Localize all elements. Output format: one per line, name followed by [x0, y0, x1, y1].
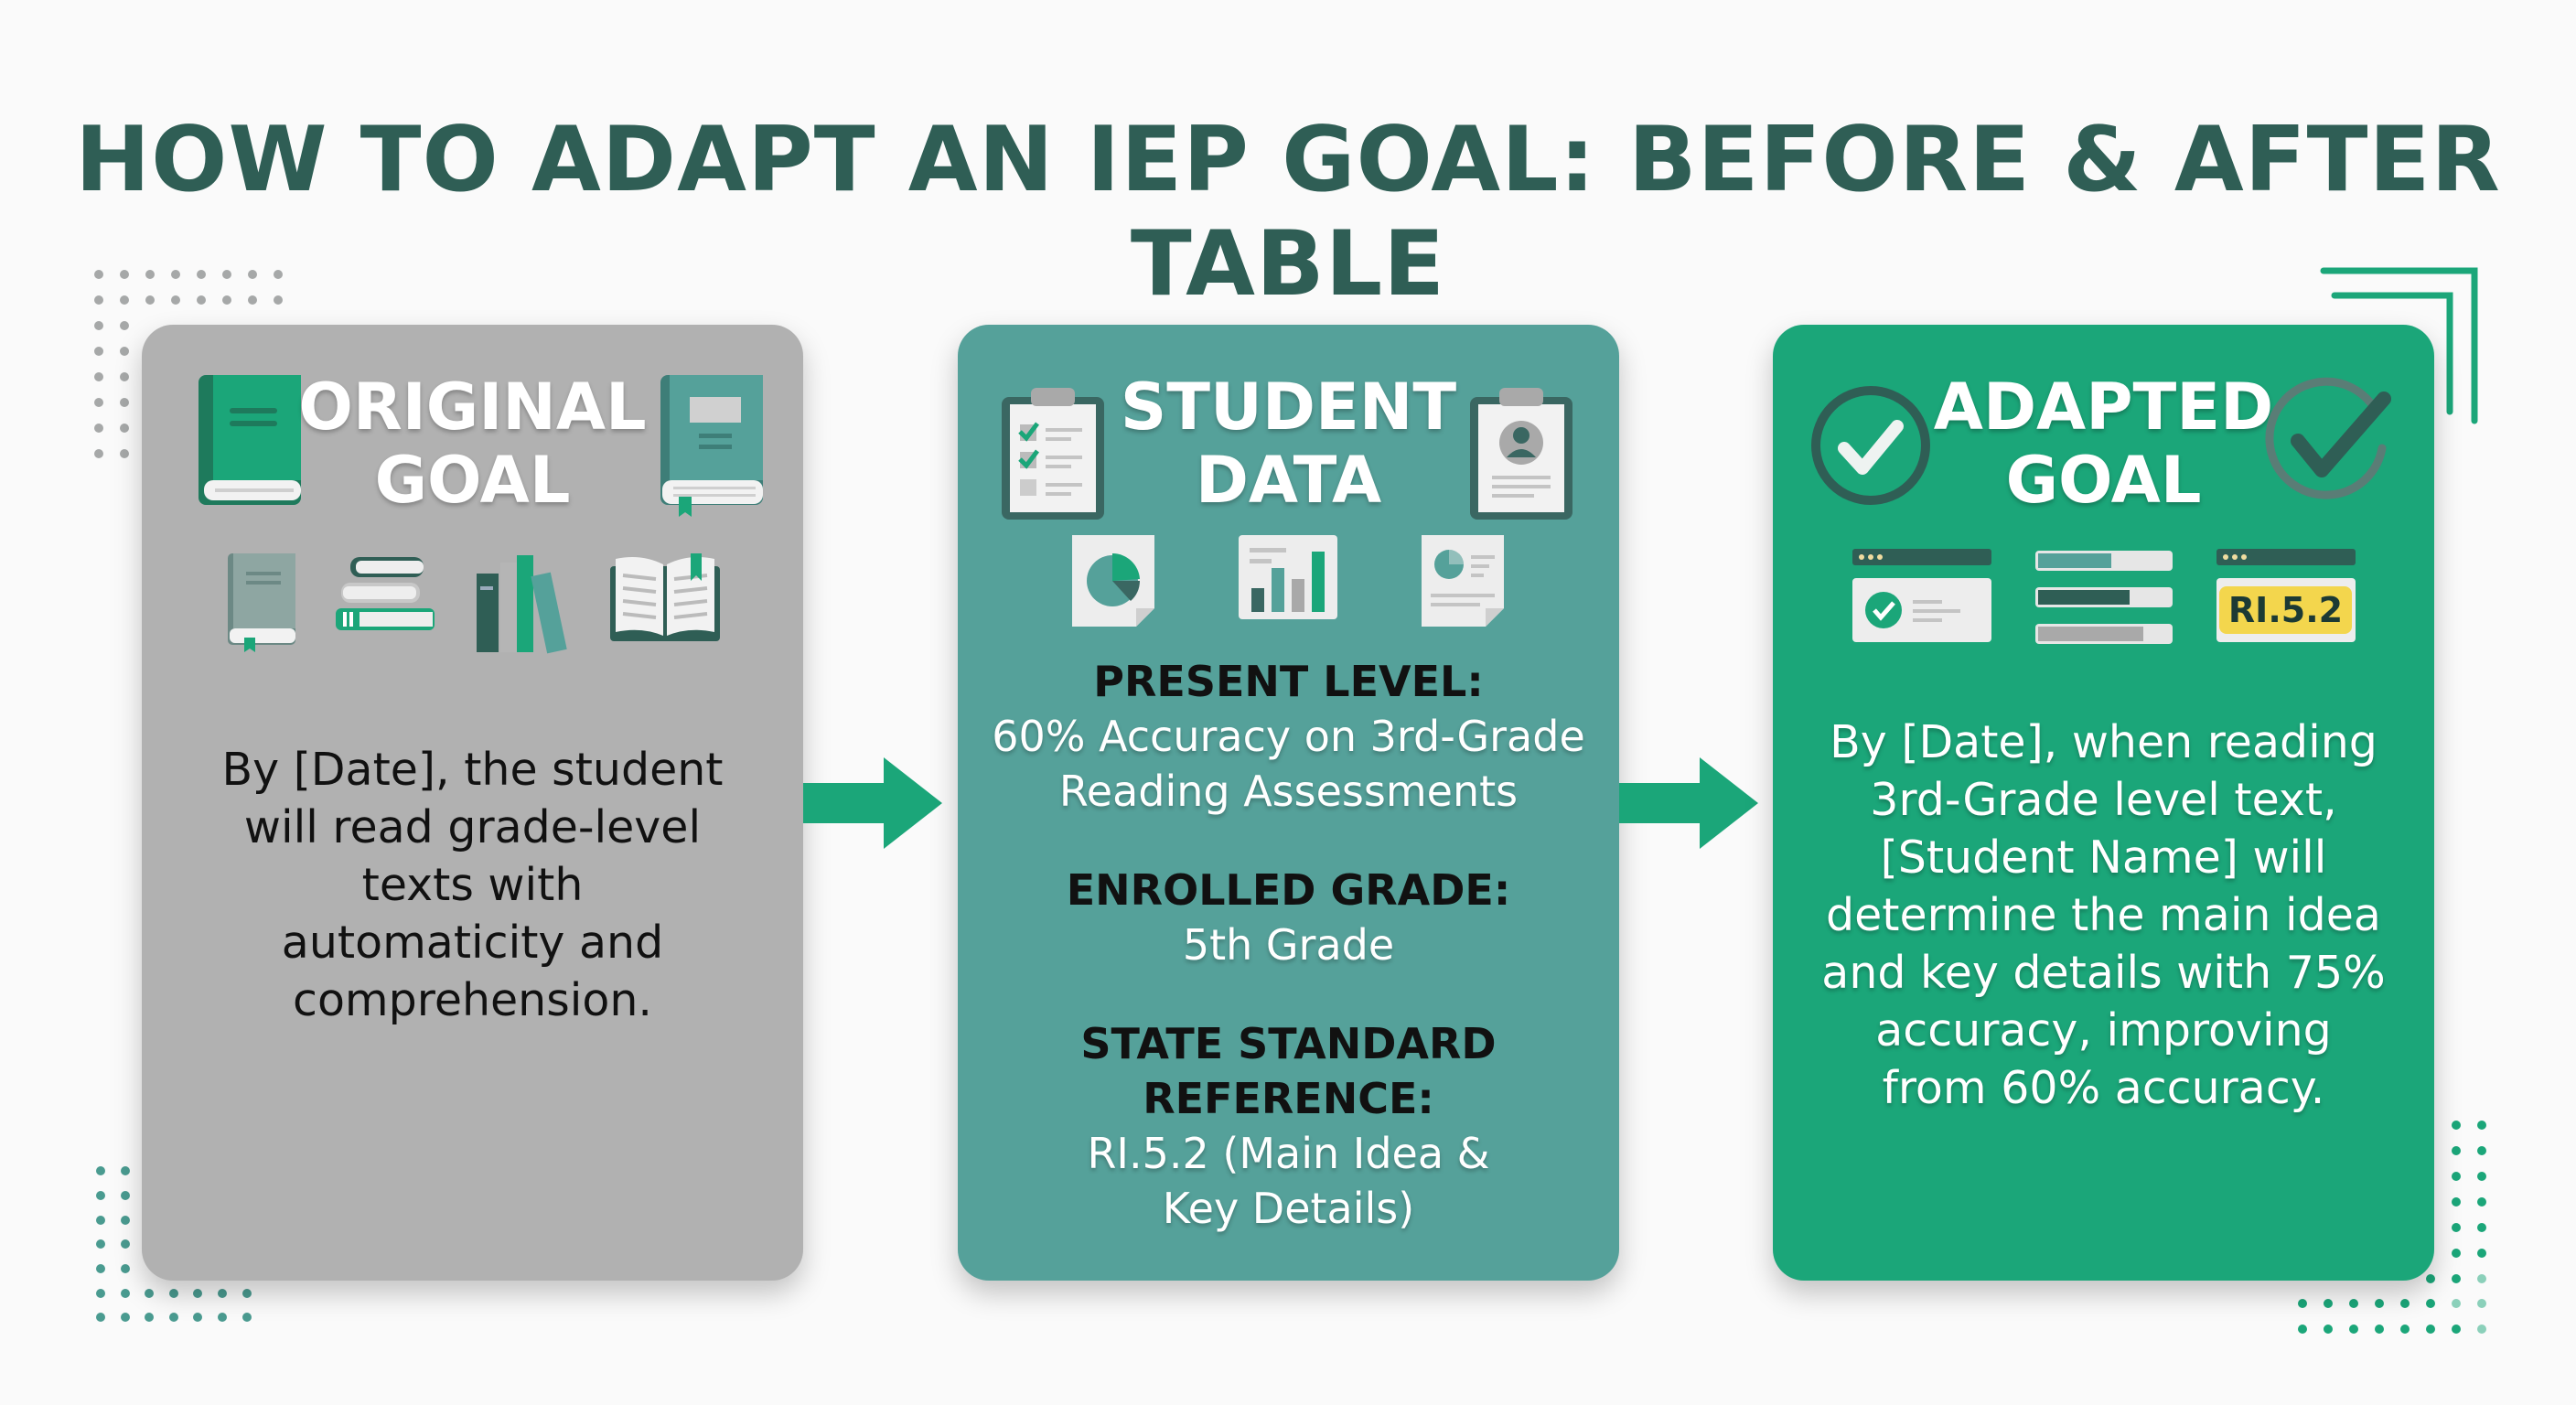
- present-level-block: PRESENT LEVEL: 60% Accuracy on 3rd-Grade…: [985, 654, 1592, 819]
- adapted-icons-row: RI.5.2: [1773, 549, 2434, 644]
- book-icons-row: [142, 553, 803, 654]
- open-book-icon: [609, 553, 720, 641]
- original-goal-text: By [Date], the student will read grade-l…: [221, 744, 724, 1026]
- adapted-goal-card: ADAPTED GOAL RI.5.2 By [Date]: [1773, 325, 2434, 1281]
- original-goal-title: ORIGINAL GOAL: [298, 370, 647, 518]
- progress-bars-icon: [2034, 551, 2173, 644]
- adapted-goal-text: By [Date], when reading 3rd-Grade level …: [1821, 716, 2386, 1114]
- bookshelf-icon: [476, 555, 567, 654]
- book-stack-icon: [335, 557, 435, 630]
- book-bookmark-icon: [660, 375, 763, 517]
- check-circle-icon: [1811, 386, 1930, 505]
- present-level-label: PRESENT LEVEL:: [1093, 657, 1484, 706]
- pie-chart-doc-icon: [1071, 535, 1154, 627]
- state-standard-label: STATE STANDARD REFERENCE:: [1080, 1019, 1497, 1123]
- state-standard-block: STATE STANDARD REFERENCE: RI.5.2 (Main I…: [985, 1016, 1592, 1236]
- corner-brackets-top-right: [2320, 267, 2478, 424]
- student-data-card: STUDENT DATA PRESENT LEVEL: 60% Accuracy…: [958, 325, 1619, 1281]
- enrolled-grade-block: ENROLLED GRADE: 5th Grade: [985, 863, 1592, 972]
- chart-icons-row: [958, 535, 1619, 628]
- checkmark-circle-icon: [2265, 377, 2391, 499]
- book-icon: [199, 375, 301, 505]
- checklist-clipboard-icon: [1002, 388, 1104, 520]
- state-standard-value: RI.5.2 (Main Idea & Key Details): [1087, 1129, 1490, 1233]
- original-goal-card: ORIGINAL GOAL: [142, 325, 803, 1281]
- student-data-details: PRESENT LEVEL: 60% Accuracy on 3rd-Grade…: [985, 654, 1592, 1280]
- standard-badge: RI.5.2: [2218, 586, 2353, 634]
- dot-pattern-bottom-right: [2298, 1121, 2486, 1334]
- student-data-title: STUDENT DATA: [1120, 370, 1457, 518]
- standard-badge-container: RI.5.2: [2216, 578, 2356, 642]
- dot-pattern-bottom-left: [96, 1166, 252, 1322]
- enrolled-grade-label: ENROLLED GRADE:: [1066, 865, 1511, 915]
- enrolled-grade-value: 5th Grade: [1182, 920, 1395, 970]
- profile-clipboard-icon: [1470, 388, 1572, 520]
- adapted-goal-title: ADAPTED GOAL: [1933, 370, 2274, 518]
- present-level-value: 60% Accuracy on 3rd-Grade Reading Assess…: [992, 712, 1585, 816]
- report-doc-icon: [1421, 535, 1504, 627]
- page-title: HOW TO ADAPT AN IEP GOAL: BEFORE & AFTER…: [75, 108, 2501, 316]
- checked-window-icon: [1852, 549, 1991, 642]
- standard-window-icon: RI.5.2: [2216, 549, 2356, 644]
- arrow-right-icon: [1619, 757, 1758, 849]
- closed-book-icon: [227, 553, 295, 652]
- bar-chart-doc-icon: [1238, 535, 1337, 619]
- arrow-right-icon: [803, 757, 942, 849]
- window-titlebar-icon: [2216, 549, 2356, 565]
- dot-pattern-top-left: [94, 270, 283, 458]
